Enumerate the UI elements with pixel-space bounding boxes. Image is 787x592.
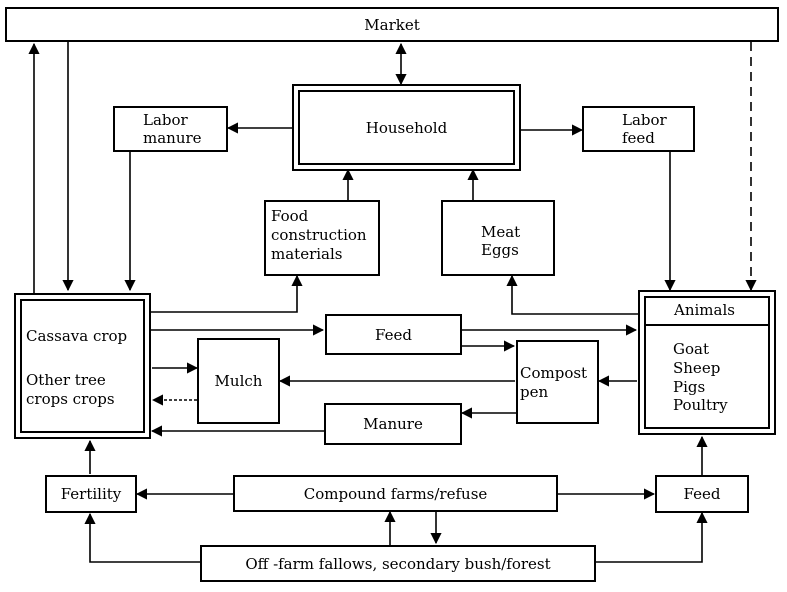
animals-poultry: Poultry (673, 396, 728, 414)
node-food: Food construction materials (264, 200, 380, 276)
compost-line-1: Compost (520, 364, 588, 382)
offfarm-label: Off -farm fallows, secondary bush/forest (245, 554, 551, 573)
manure-label: Manure (363, 415, 423, 433)
mulch-label: Mulch (214, 372, 263, 390)
arrow-offfarm-fertility (84, 512, 200, 563)
node-feed-mid: Feed (325, 314, 462, 355)
animals-goat: Goat (673, 340, 709, 358)
node-manure: Manure (324, 403, 462, 445)
node-animals: Animals Goat Sheep Pigs Poultry (638, 290, 776, 435)
node-mulch: Mulch (197, 338, 280, 424)
labor-manure-line-2: manure (143, 129, 202, 147)
crops-crops-label: crops crops (26, 390, 115, 408)
compost-line-2: pen (520, 383, 549, 401)
food-line-2: construction (271, 226, 367, 244)
node-household-inner (298, 90, 515, 165)
node-household-label: Household (365, 118, 448, 137)
animals-sheep: Sheep (673, 359, 721, 377)
node-cassava: Cassava crop Other tree crops crops (14, 293, 151, 439)
fertility-label: Fertility (60, 485, 122, 503)
arrow-offfarm-feed (596, 511, 708, 563)
node-compost: Compost pen (516, 340, 599, 424)
node-labor-manure: Labor manure (113, 106, 228, 152)
other-tree-label: Other tree (26, 371, 106, 389)
meat-eggs-line-1: Meat (481, 223, 521, 241)
arrow-cassava-food (151, 274, 303, 313)
animals-title: Animals (674, 301, 735, 319)
food-line-1: Food (271, 207, 309, 225)
node-feed-low: Feed (655, 475, 749, 513)
food-line-3: materials (271, 245, 343, 263)
animals-pigs: Pigs (673, 378, 706, 396)
node-meat-eggs: Meat Eggs (441, 200, 555, 276)
labor-feed-line-2: feed (622, 129, 655, 147)
meat-eggs-line-2: Eggs (481, 241, 519, 259)
node-animals-inner (644, 296, 770, 429)
node-market-label: Market (364, 15, 420, 34)
compound-label: Compound farms/refuse (303, 484, 488, 503)
node-fertility: Fertility (45, 475, 137, 513)
feed-low-label: Feed (683, 485, 721, 503)
feed-mid-label: Feed (375, 325, 412, 344)
node-compound: Compound farms/refuse (233, 475, 558, 512)
labor-manure-line-1: Labor (143, 111, 188, 129)
node-market: Market (5, 7, 779, 42)
node-cassava-inner (20, 299, 145, 433)
node-household: Household (292, 84, 521, 171)
labor-feed-line-1: Labor (622, 111, 667, 129)
animals-title-bar (646, 298, 768, 326)
cassava-label: Cassava crop (26, 327, 128, 345)
arrow-animals-meat (506, 274, 638, 315)
node-offfarm: Off -farm fallows, secondary bush/forest (200, 545, 596, 582)
node-labor-feed: Labor feed (582, 106, 695, 152)
